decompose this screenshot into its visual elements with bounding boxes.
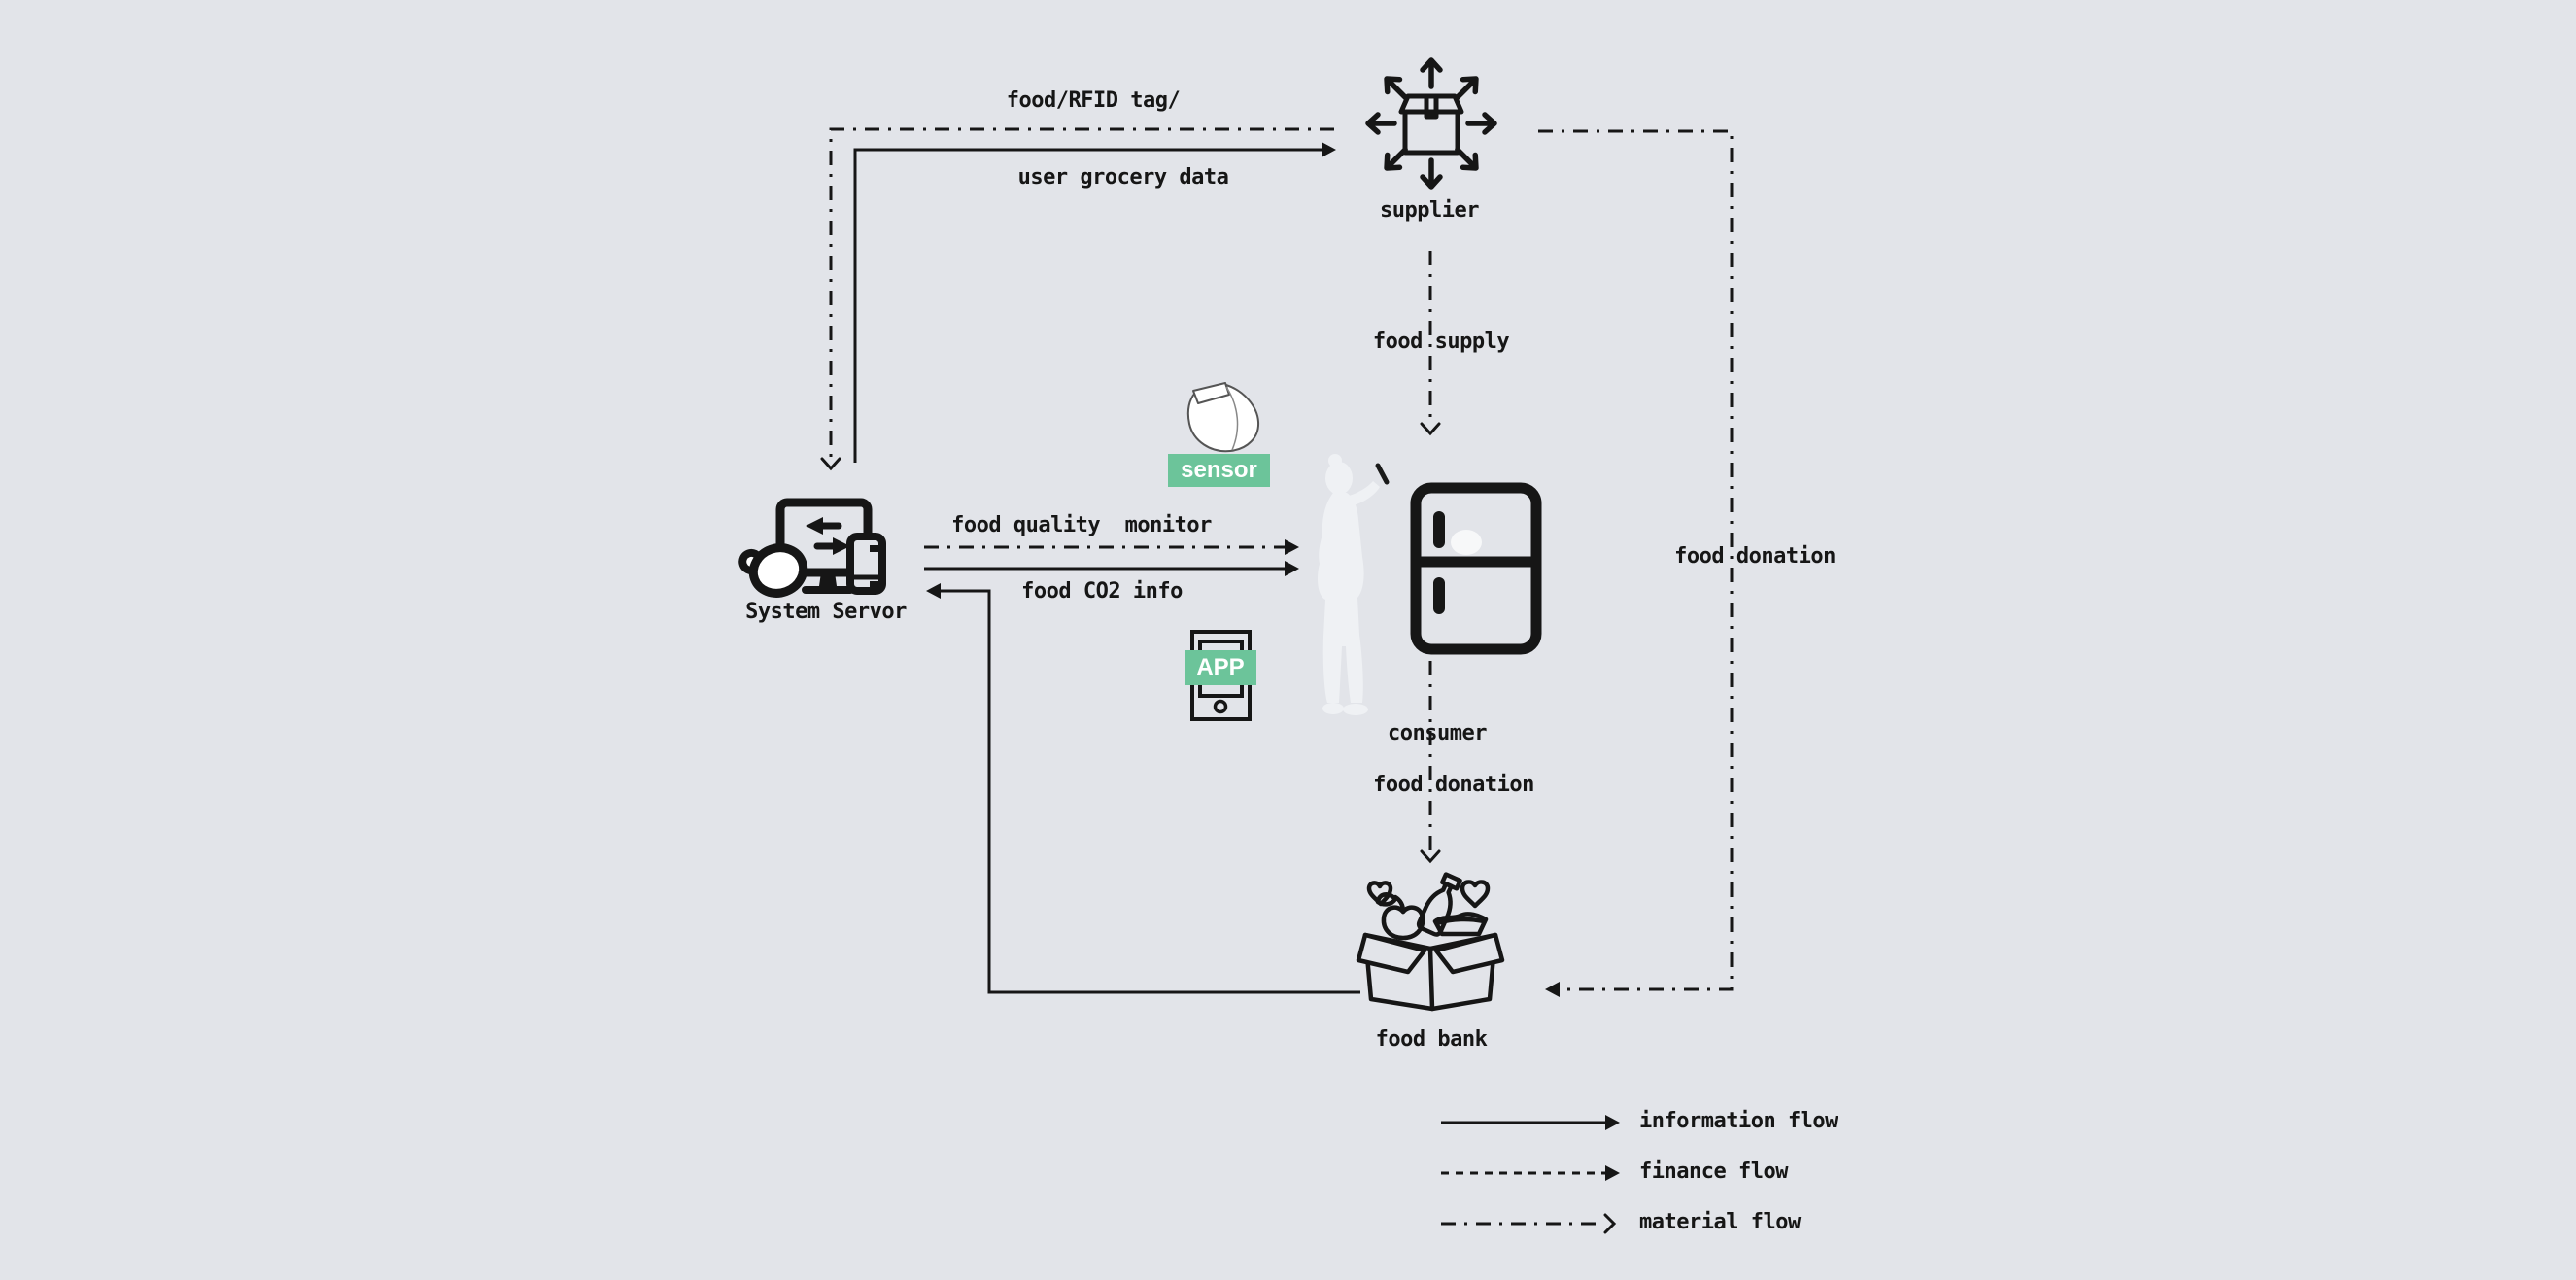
edge-food-rfid-line <box>829 127 1334 461</box>
app-tag: APP <box>1185 650 1256 685</box>
node-label-supplier: supplier <box>1380 198 1479 223</box>
edge-label-food-quality-monitor: food quality monitor <box>951 513 1212 537</box>
edge-food-donation-consumer-arrowhead <box>1420 849 1441 864</box>
legend-label-finance-flow: finance flow <box>1639 1159 1788 1184</box>
node-label-consumer: consumer <box>1388 721 1487 745</box>
node-label-food-bank: food bank <box>1375 1027 1488 1052</box>
heart-icon <box>1460 880 1491 909</box>
phone-icon <box>846 533 886 595</box>
node-label-system-server: System Servor <box>745 600 907 624</box>
edge-label-food-donation-consumer: food donation <box>1373 773 1534 797</box>
legend-dashed-arrowhead <box>1605 1165 1620 1181</box>
bread-bowl-icon <box>1432 912 1489 937</box>
open-box-icon <box>1356 932 1505 1012</box>
food-bank-box-icon <box>1356 872 1506 1015</box>
sensor-tag-label: sensor <box>1181 457 1257 483</box>
sensor-tag: sensor <box>1168 454 1270 487</box>
edge-food-quality-arrowhead <box>1285 539 1299 555</box>
edge-server-consumer-arrowhead <box>1285 561 1299 576</box>
sync-arrows-icon <box>806 517 850 555</box>
legend-label-information-flow: information flow <box>1639 1109 1838 1133</box>
mouse-icon <box>738 543 808 598</box>
bottle-icon <box>1416 872 1462 937</box>
legend-label-material-flow: material flow <box>1639 1210 1801 1234</box>
legend-solid-arrowhead <box>1605 1115 1620 1130</box>
edge-user-grocery-line <box>853 148 1322 463</box>
fridge-icon <box>1406 478 1546 659</box>
edge-label-food-rfid-tag: food/RFID tag/ <box>1006 88 1181 113</box>
sensor-device-icon <box>1166 381 1275 493</box>
edge-label-food-supply: food supply <box>1372 329 1510 354</box>
edge-label-food-donation-supplier: food donation <box>1674 544 1836 569</box>
system-server-icon <box>738 491 889 600</box>
apple-icon <box>1375 892 1425 941</box>
edge-food-rfid-arrowhead <box>820 457 841 471</box>
edge-food-supply-arrowhead <box>1420 422 1441 436</box>
edge-foodbank-server-line <box>941 589 1360 994</box>
legend-dashdot-arrowhead <box>1603 1213 1617 1234</box>
edge-user-grocery-arrowhead <box>1322 142 1336 157</box>
supplier-package-icon <box>1360 52 1502 194</box>
handheld-phone-icon <box>1375 463 1390 485</box>
edge-foodbank-server-arrowhead <box>926 583 941 599</box>
person-silhouette-icon <box>1312 452 1409 724</box>
edge-food-donation-supplier-arrowhead <box>1545 982 1560 997</box>
edge-label-food-co2-info: food CO2 info <box>1021 579 1183 604</box>
edge-label-user-grocery-data: user grocery data <box>1017 165 1229 190</box>
app-tag-label: APP <box>1196 654 1245 680</box>
